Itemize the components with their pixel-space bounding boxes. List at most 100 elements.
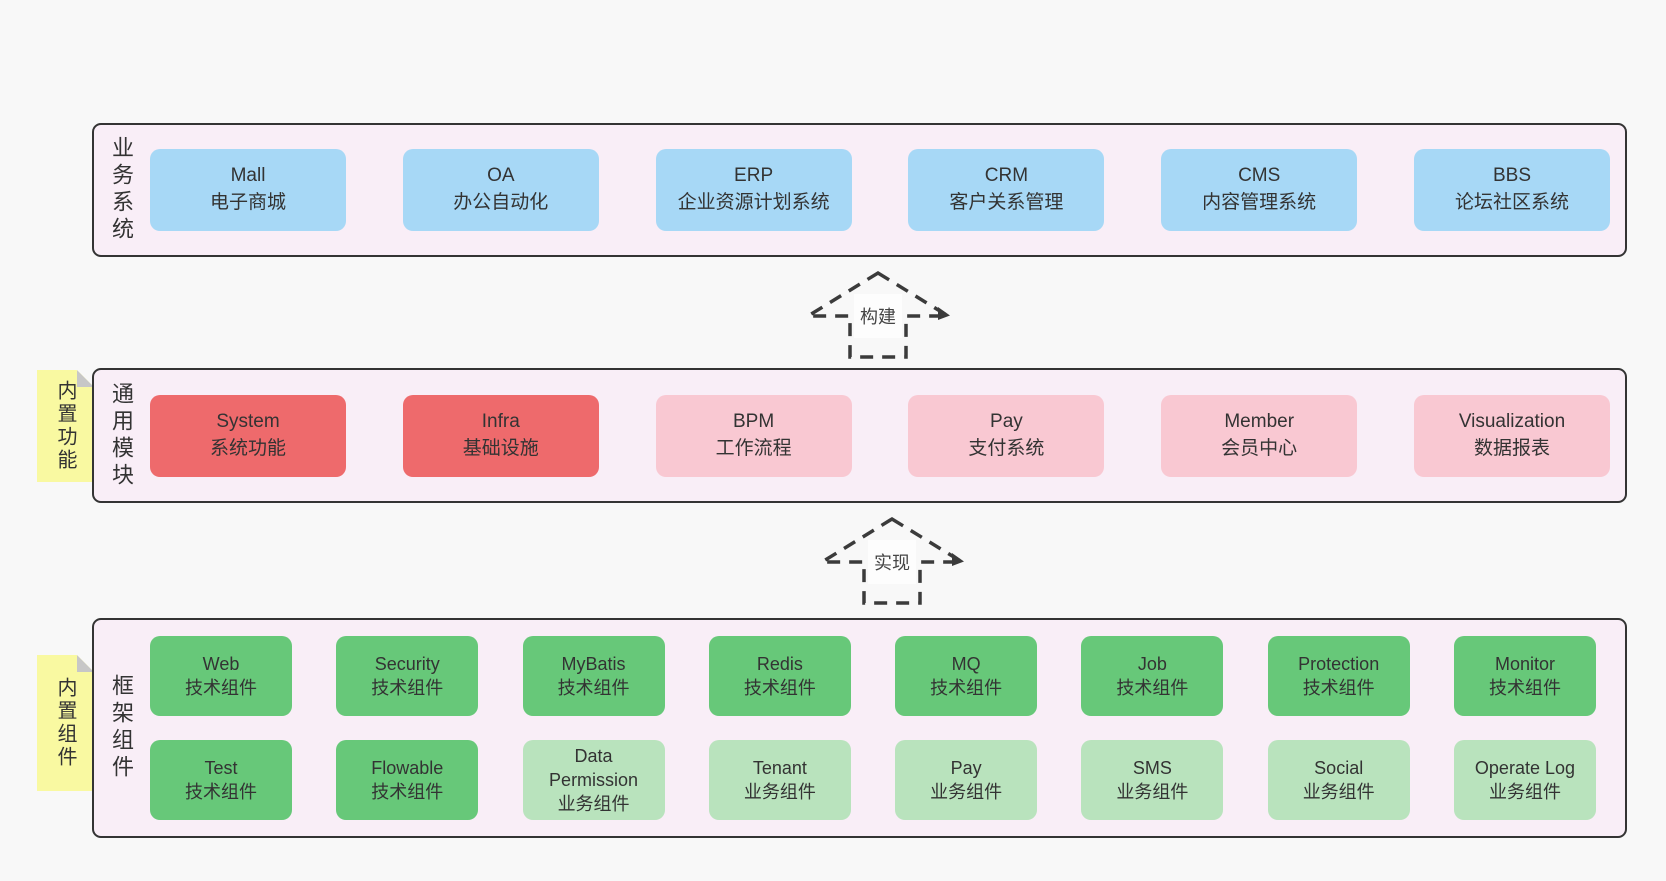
box-title: SMS — [1132, 757, 1172, 778]
common-modules-row: System 系统功能 Infra 基础设施 BPM 工作流程 Pay 支付系统… — [150, 370, 1610, 501]
box-social: Social 业务组件 — [1267, 740, 1410, 820]
box-subtitle: 技术组件 — [1116, 678, 1189, 698]
build-arrow-label: 构建 — [854, 294, 902, 338]
box-web: Web 技术组件 — [150, 636, 292, 716]
box-subtitle: 业务组件 — [557, 794, 630, 815]
box-subtitle: 内容管理系统 — [1202, 192, 1317, 213]
box-title: System — [216, 410, 280, 432]
box-job: Job 技术组件 — [1081, 636, 1224, 716]
box-system: System 系统功能 — [150, 394, 346, 477]
box-title: Operate Log — [1474, 757, 1575, 778]
box-subtitle: 论坛社区系统 — [1454, 192, 1569, 213]
box-subtitle: 业务组件 — [930, 782, 1003, 802]
box-subtitle: 技术组件 — [371, 782, 444, 802]
box-subtitle: 技术组件 — [185, 678, 257, 698]
box-title: Social — [1314, 757, 1364, 778]
business-systems-row: Mall 电子商城 OA 办公自动化 ERP 企业资源计划系统 CRM 客户关系… — [150, 125, 1610, 255]
box-test: Test 技术组件 — [150, 740, 292, 820]
dashed-up-arrow-icon — [819, 516, 965, 605]
box-redis: Redis 技术组件 — [708, 636, 851, 716]
box-sms: SMS 业务组件 — [1081, 740, 1224, 820]
box-pay-component: Pay 业务组件 — [895, 740, 1038, 820]
box-title: CMS — [1238, 165, 1281, 187]
box-title: BBS — [1492, 165, 1531, 187]
box-subtitle: 业务组件 — [743, 782, 816, 802]
box-member: Member 会员中心 — [1161, 394, 1358, 477]
box-tenant: Tenant 业务组件 — [708, 740, 851, 820]
box-title: Mall — [230, 165, 266, 187]
band-framework-components: 框架组件 Web 技术组件 Security 技术组件 MyBatis 技术组件… — [92, 618, 1627, 838]
box-subtitle: 业务组件 — [1302, 782, 1375, 802]
box-bbs: BBS 论坛社区系统 — [1413, 149, 1610, 231]
box-mall: Mall 电子商城 — [150, 149, 346, 231]
box-title: Tenant — [752, 757, 807, 778]
box-erp: ERP 企业资源计划系统 — [655, 149, 852, 231]
box-subtitle: 数据报表 — [1473, 437, 1550, 459]
box-title: CRM — [984, 165, 1029, 187]
box-subtitle: 支付系统 — [968, 437, 1045, 459]
box-title: Monitor — [1494, 653, 1555, 674]
box-title: BPM — [733, 410, 775, 432]
box-oa: OA 办公自动化 — [402, 149, 599, 231]
box-subtitle: 客户关系管理 — [949, 192, 1064, 213]
box-title: MyBatis — [561, 653, 626, 674]
biz-components-row: Test 技术组件 Flowable 技术组件 Data Permission … — [150, 740, 1596, 820]
box-title: Test — [204, 757, 238, 778]
box-title: Redis — [756, 653, 803, 674]
box-subtitle: 业务组件 — [1116, 782, 1189, 802]
box-monitor: Monitor 技术组件 — [1453, 636, 1596, 716]
box-title: Data Permission — [549, 745, 639, 790]
box-subtitle: 基础设施 — [462, 437, 539, 459]
box-subtitle: 会员中心 — [1221, 437, 1298, 459]
box-subtitle: 技术组件 — [185, 782, 257, 802]
box-subtitle: 业务组件 — [1488, 782, 1561, 802]
tech-components-row: Web 技术组件 Security 技术组件 MyBatis 技术组件 Redi… — [150, 636, 1596, 716]
build-arrow: 构建 — [805, 270, 951, 360]
box-mq: MQ 技术组件 — [895, 636, 1038, 716]
box-mybatis: MyBatis 技术组件 — [522, 636, 665, 716]
implement-arrow: 实现 — [819, 516, 965, 606]
band-label-business-systems: 业务系统 — [109, 136, 134, 244]
box-crm: CRM 客户关系管理 — [908, 149, 1105, 231]
box-subtitle: 办公自动化 — [453, 192, 549, 213]
box-subtitle: 技术组件 — [1302, 678, 1375, 698]
box-subtitle: 技术组件 — [557, 678, 630, 698]
band-business-systems: 业务系统 Mall 电子商城 OA 办公自动化 ERP 企业资源计划系统 CRM… — [92, 123, 1627, 257]
sticky-note-builtin-components: 内置组件 — [37, 655, 94, 791]
box-infra: Infra 基础设施 — [402, 394, 599, 477]
box-subtitle: 技术组件 — [371, 678, 444, 698]
box-operate-log: Operate Log 业务组件 — [1453, 740, 1596, 820]
box-title: Pay — [950, 757, 982, 778]
box-cms: CMS 内容管理系统 — [1161, 149, 1358, 231]
box-title: MQ — [951, 653, 981, 674]
box-pay-system: Pay 支付系统 — [908, 394, 1105, 477]
box-subtitle: 技术组件 — [743, 678, 816, 698]
box-title: Flowable — [371, 757, 444, 778]
band-common-modules: 通用模块 System 系统功能 Infra 基础设施 BPM 工作流程 Pay… — [92, 368, 1627, 503]
box-title: ERP — [734, 165, 774, 187]
box-flowable: Flowable 技术组件 — [336, 740, 479, 820]
box-security: Security 技术组件 — [336, 636, 479, 716]
sticky-note-builtin-features: 内置功能 — [37, 370, 94, 482]
box-bpm: BPM 工作流程 — [655, 394, 852, 477]
box-subtitle: 技术组件 — [1488, 678, 1561, 698]
box-subtitle: 工作流程 — [715, 437, 792, 459]
box-visualization: Visualization 数据报表 — [1413, 394, 1610, 477]
box-title: OA — [487, 165, 515, 187]
framework-components-rows: Web 技术组件 Security 技术组件 MyBatis 技术组件 Redi… — [150, 620, 1596, 836]
sticky-note-text: 内置组件 — [54, 677, 76, 769]
band-label-common-modules: 通用模块 — [109, 381, 134, 490]
box-title: Job — [1137, 653, 1167, 674]
box-title: Web — [202, 653, 240, 674]
box-title: Visualization — [1458, 410, 1566, 432]
implement-arrow-label: 实现 — [868, 540, 916, 584]
box-title: Pay — [990, 410, 1023, 432]
sticky-note-text: 内置功能 — [54, 380, 76, 472]
dashed-up-arrow-icon — [805, 270, 951, 359]
box-subtitle: 电子商城 — [209, 192, 286, 213]
box-title: Protection — [1298, 653, 1380, 674]
box-subtitle: 系统功能 — [209, 437, 286, 459]
box-title: Security — [374, 653, 440, 674]
band-label-framework-components: 框架组件 — [109, 674, 134, 782]
